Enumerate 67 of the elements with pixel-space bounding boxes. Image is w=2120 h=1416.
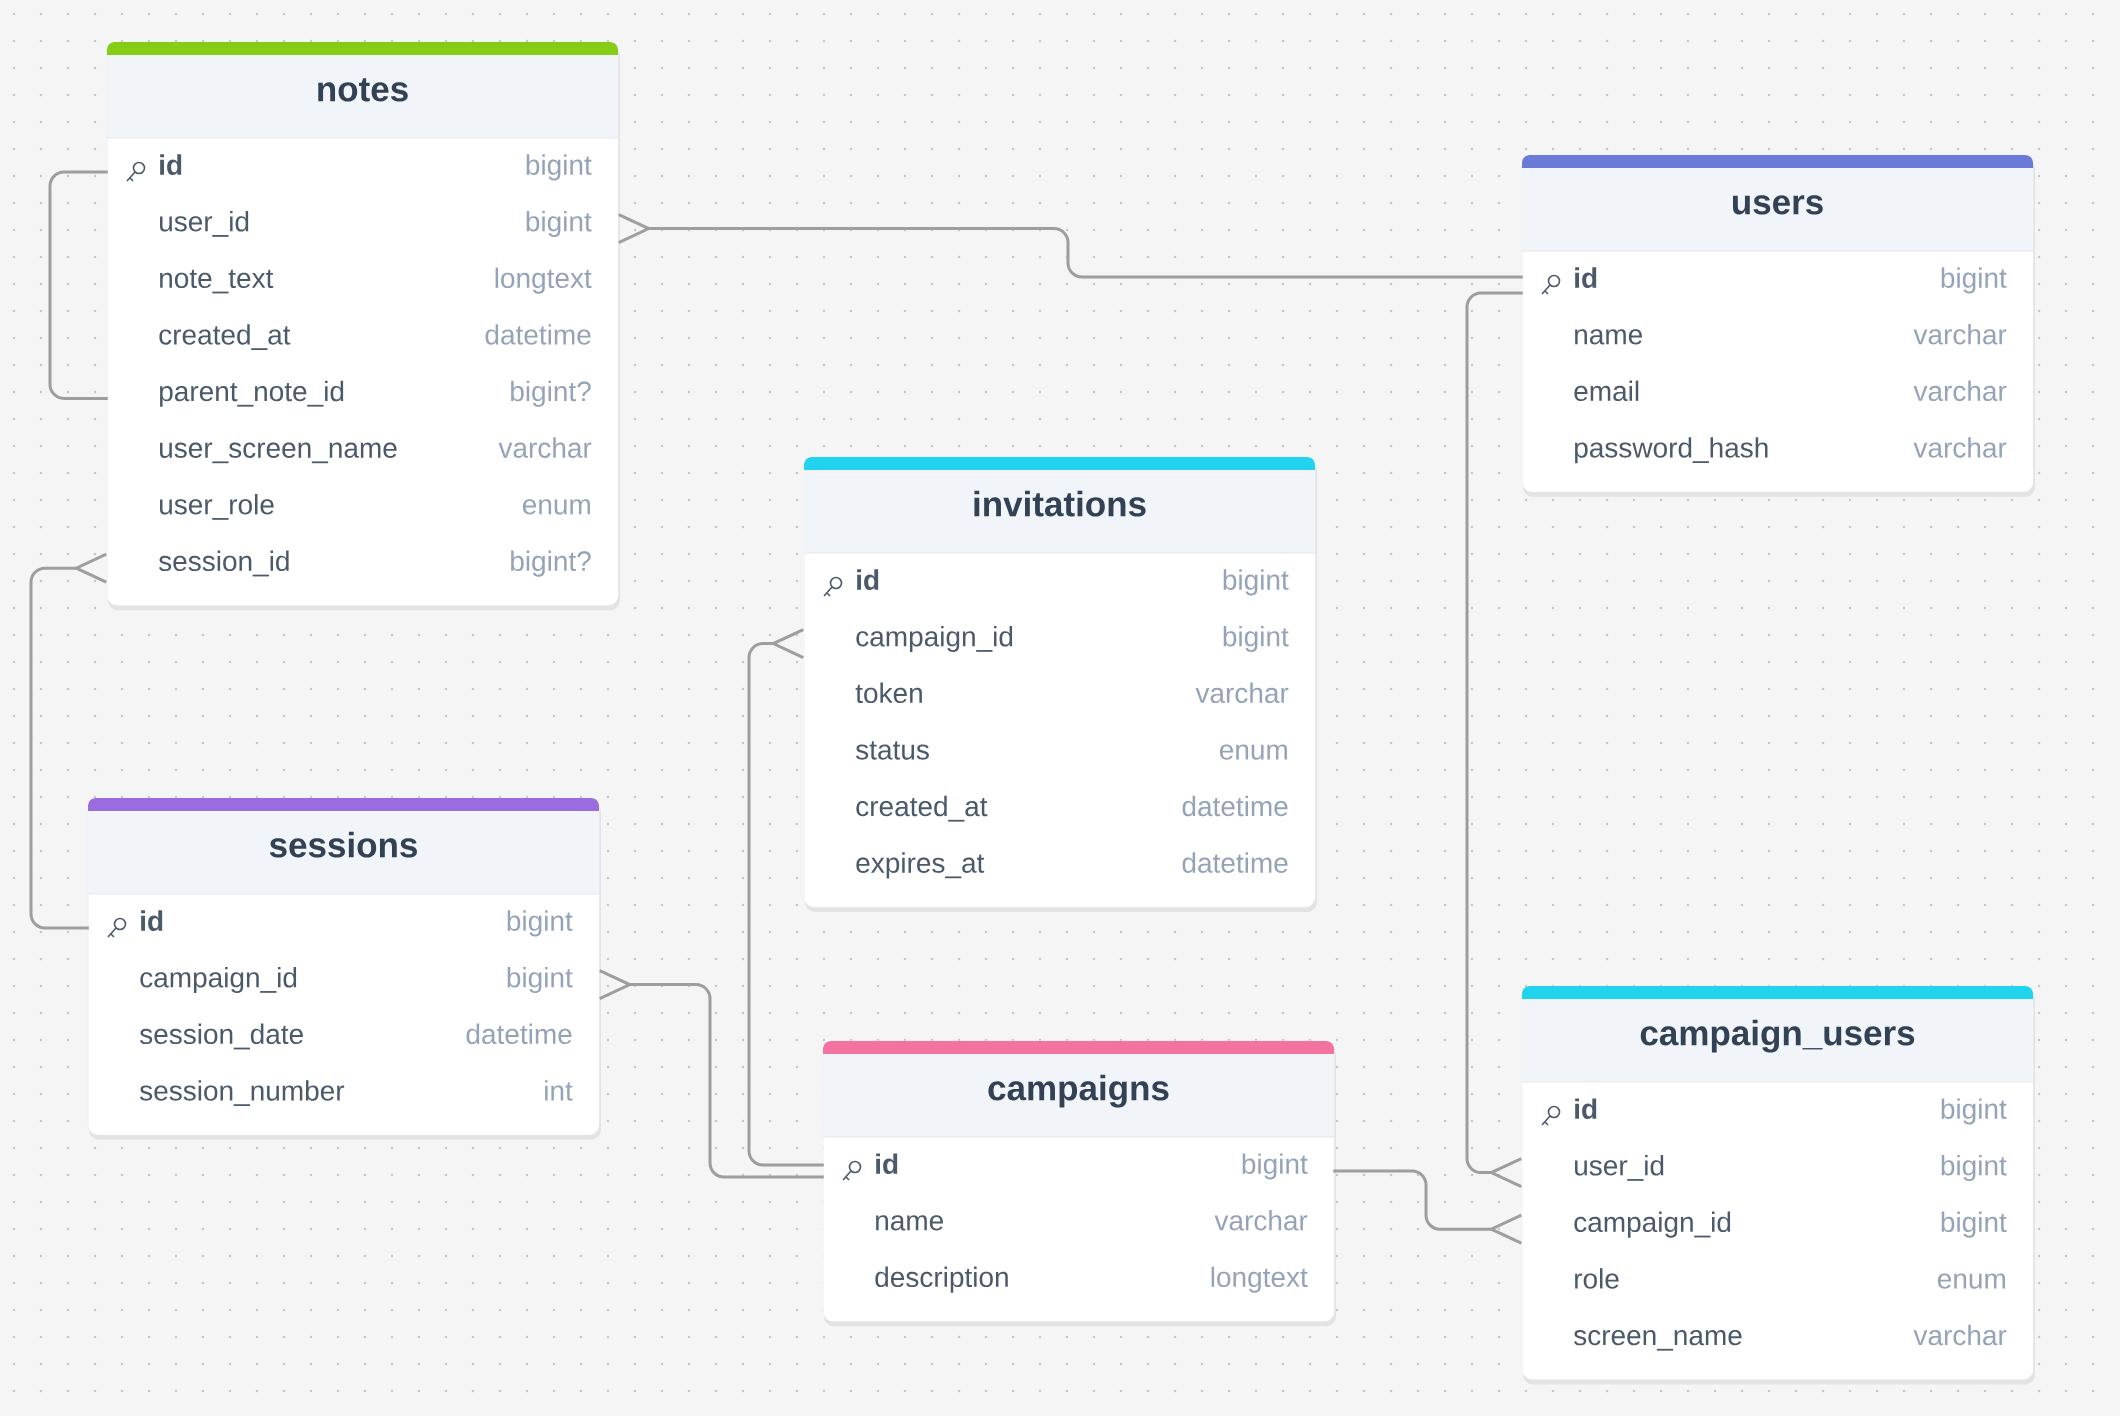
column-name: created_at	[856, 795, 988, 822]
column-type: varchar	[1913, 1324, 2007, 1346]
column-name: id	[857, 569, 879, 590]
relationship-line	[747, 628, 824, 1167]
column-name: session_number	[140, 1080, 345, 1106]
column-name: campaign_id	[1574, 1211, 1731, 1238]
column-type: bigint	[1223, 569, 1289, 596]
column-type: bigint	[1242, 1153, 1308, 1180]
column-type: bigint	[1941, 1211, 2007, 1238]
column-name: id	[876, 1153, 898, 1174]
column-type: datetime	[485, 324, 591, 345]
column-type: enum	[1938, 1273, 2005, 1289]
column-type: enum	[1219, 744, 1287, 760]
column-name: created_at	[159, 324, 291, 350]
column-type: enum	[522, 499, 590, 515]
relationship-line	[29, 552, 107, 930]
relationship-line	[1333, 1169, 1522, 1245]
column-type: bigint	[1223, 625, 1289, 653]
column-type: bigint	[507, 967, 573, 994]
column-name: user_id	[160, 210, 249, 237]
column-type: datetime	[1182, 852, 1288, 873]
column-type: bigint	[507, 910, 573, 937]
column-name: user_id	[1575, 1155, 1664, 1181]
relationship-line	[599, 969, 824, 1179]
column-type: bigint	[526, 154, 592, 181]
column-name: description	[875, 1266, 1008, 1293]
column-name: user_role	[160, 493, 274, 520]
column-type: bigint	[1941, 267, 2007, 294]
column-name: screen_name	[1574, 1330, 1742, 1351]
column-type: varchar	[1913, 380, 2007, 402]
column-name: email	[1574, 380, 1639, 402]
column-type: longtext	[1211, 1266, 1308, 1293]
column-type: bigint	[526, 210, 592, 238]
column-name: id	[1575, 1098, 1597, 1119]
column-name: status	[856, 741, 929, 760]
column-type: datetime	[466, 1023, 572, 1045]
column-name: campaign_id	[140, 967, 297, 994]
column-type: longtext	[495, 267, 592, 294]
column-name: user_screen_name	[160, 442, 397, 464]
column-type: varchar	[1214, 1210, 1308, 1231]
column-type: varchar	[1913, 323, 2007, 345]
column-type: bigint?	[511, 550, 591, 577]
column-name: campaign_id	[856, 625, 1013, 653]
column-type: varchar	[498, 437, 592, 458]
column-name: password_hash	[1575, 437, 1768, 464]
column-name: role	[1575, 1268, 1619, 1289]
column-name: note_text	[160, 269, 274, 294]
column-type: varchar	[1913, 437, 2007, 458]
column-name: expires_at	[856, 852, 985, 879]
relationship-line	[48, 170, 108, 400]
column-name: parent_note_id	[160, 380, 344, 407]
column-name: session_id	[159, 550, 289, 577]
relationship-line	[1465, 291, 1523, 1188]
relationship-line	[618, 213, 1523, 279]
column-name: name	[876, 1215, 943, 1231]
column-type: datetime	[1182, 795, 1288, 817]
column-type: varchar	[1195, 682, 1289, 704]
column-name: session_date	[140, 1023, 303, 1050]
column-type: int	[545, 1080, 573, 1101]
column-name: id	[141, 910, 163, 931]
column-name: token	[855, 682, 922, 704]
column-type: bigint	[1941, 1098, 2007, 1125]
column-name: id	[1575, 267, 1597, 288]
column-type: bigint	[1941, 1155, 2007, 1182]
column-name: id	[160, 154, 182, 175]
column-type: bigint?	[511, 380, 591, 407]
column-name: name	[1575, 329, 1642, 345]
